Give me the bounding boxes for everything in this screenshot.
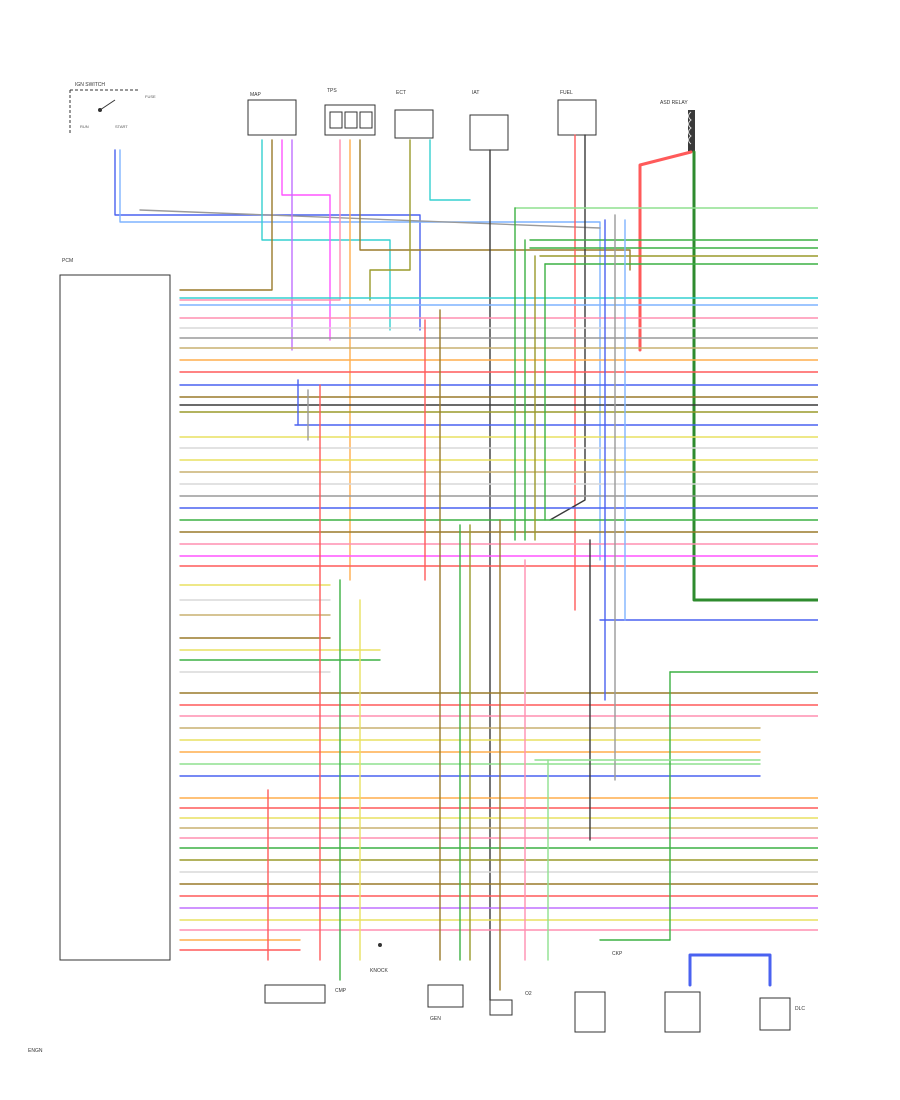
svg-text:START: START xyxy=(115,124,128,129)
svg-text:MAP: MAP xyxy=(250,92,262,98)
page-code: ENGN xyxy=(28,1048,43,1054)
svg-text:IGN SWITCH: IGN SWITCH xyxy=(75,82,105,88)
right-connector-pins xyxy=(818,205,822,955)
svg-text:KNOCK: KNOCK xyxy=(370,968,388,974)
svg-text:FUSE: FUSE xyxy=(145,94,156,99)
svg-text:GEN: GEN xyxy=(430,1016,441,1022)
wire-harness xyxy=(114,134,822,1001)
ignition-switch: IGN SWITCH RUN START FUSE xyxy=(69,82,156,135)
throttle-position-sensor: TPS xyxy=(324,88,376,136)
fuel-pressure-sensor: FUEL xyxy=(557,90,597,136)
oxygen-sensor: O2 xyxy=(489,991,532,1016)
camshaft-position-sensor: CMP xyxy=(264,984,347,1004)
knock-sensor: KNOCK xyxy=(370,943,388,974)
generator: GEN xyxy=(427,984,464,1022)
intake-air-temp-sensor: IAT xyxy=(469,90,509,151)
coolant-temp-sensor: ECT xyxy=(394,90,434,139)
svg-text:CMP: CMP xyxy=(335,988,347,994)
svg-text:TPS: TPS xyxy=(327,88,337,94)
powertrain-control-module: PCM xyxy=(59,258,171,961)
svg-text:RUN: RUN xyxy=(80,124,89,129)
svg-text:FUEL: FUEL xyxy=(560,90,573,96)
svg-text:PCM: PCM xyxy=(62,258,73,264)
svg-text:O2: O2 xyxy=(525,991,532,997)
auto-shutdown-relay: ASD RELAY xyxy=(660,100,695,152)
svg-text:ECT: ECT xyxy=(396,90,406,96)
svg-text:CKP: CKP xyxy=(612,951,623,957)
map-sensor: MAP xyxy=(247,92,297,136)
crankshaft-position-sensor: CKP xyxy=(574,951,623,1033)
data-link-connector: DLC xyxy=(664,991,805,1033)
svg-text:DLC: DLC xyxy=(795,1006,805,1012)
svg-text:IAT: IAT xyxy=(472,90,479,96)
svg-text:ASD RELAY: ASD RELAY xyxy=(660,100,688,106)
